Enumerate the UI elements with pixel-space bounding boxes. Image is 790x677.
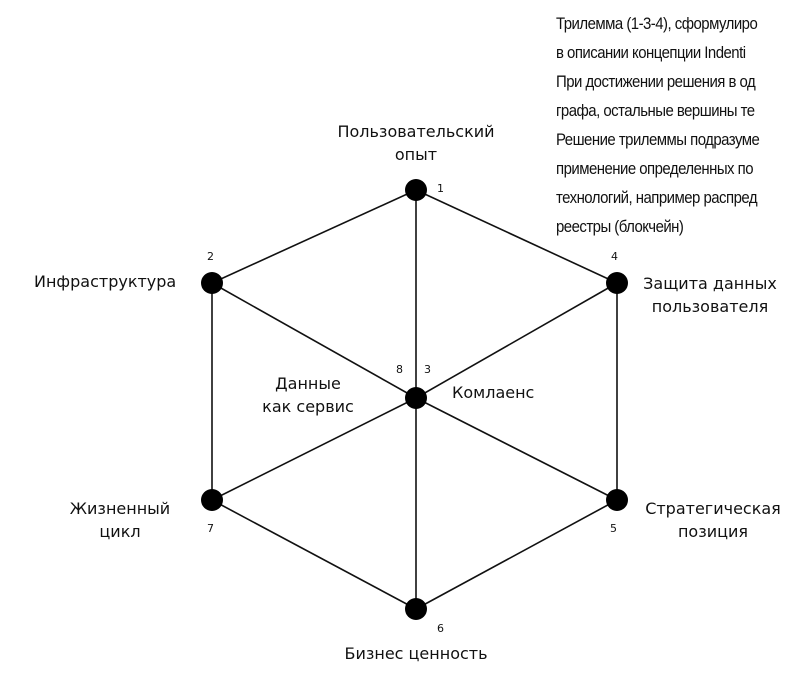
node-label-line: как сервис (262, 397, 354, 416)
node-label-line: Пользовательский (337, 122, 495, 141)
node-number-5: 5 (610, 522, 617, 535)
trilemma-note: Трилемма (1-3-4), сформулиро в описании … (556, 9, 762, 241)
edge-1-2 (211, 189, 417, 284)
note-line: реестры (блокчейн) (556, 217, 684, 236)
node-label-3: Комлаенс (452, 381, 534, 404)
node-label-line: пользователя (651, 297, 769, 316)
node-label-6: Бизнес ценность (330, 642, 502, 665)
node-label-line: Инфраструктура (34, 272, 177, 291)
note-line: При достижении решения в од (556, 72, 756, 91)
edge-4-3 (415, 282, 618, 399)
edge-2-3 (211, 282, 417, 399)
edge-5-3 (415, 397, 618, 501)
node-4 (606, 272, 628, 294)
node-1 (405, 179, 427, 201)
edge-5-6 (415, 499, 618, 610)
node-label-7: Жизненный цикл (58, 497, 182, 543)
node-label-line: Стратегическая (645, 499, 781, 518)
note-line: в описании концепции Indenti (556, 43, 746, 62)
node-7 (201, 489, 223, 511)
node-label-line: позиция (677, 522, 749, 541)
node-label-2: Инфраструктура (34, 270, 176, 293)
note-line: технологий, например распред (556, 188, 758, 207)
note-line: Решение трилеммы подразуме (556, 130, 760, 149)
node-number-4: 4 (611, 250, 618, 263)
note-line: графа, остальные вершины те (556, 101, 755, 120)
node-label-line: цикл (99, 522, 141, 541)
node-label-line: Жизненный (69, 499, 171, 518)
node-number-8: 8 (396, 363, 403, 376)
node-2 (201, 272, 223, 294)
edge-7-6 (211, 499, 417, 610)
node-label-4: Защита данных пользователя (630, 272, 790, 318)
node-5 (606, 489, 628, 511)
note-line: Трилемма (1-3-4), сформулиро (556, 14, 758, 33)
node-label-line: опыт (394, 145, 438, 164)
node-number-3: 3 (424, 363, 431, 376)
node-label-line: Защита данных (643, 274, 777, 293)
node-label-line: Бизнес ценность (344, 644, 488, 663)
node-number-1: 1 (437, 182, 444, 195)
edge-1-4 (415, 189, 618, 284)
graph-nodes (201, 179, 628, 620)
node-6 (405, 598, 427, 620)
graph-edges (211, 189, 618, 610)
node-label-1: Пользовательский опыт (318, 120, 514, 166)
node-label-line: Данные (275, 374, 341, 393)
edge-7-3 (211, 397, 417, 501)
node-number-7: 7 (207, 522, 214, 535)
node-number-2: 2 (207, 250, 214, 263)
node-label-line: Комлаенс (452, 383, 535, 402)
node-3 (405, 387, 427, 409)
node-label-5: Стратегическая позиция (636, 497, 790, 543)
note-line: применение определенных по (556, 159, 754, 178)
node-label-8: Данные как сервис (246, 372, 370, 418)
node-number-6: 6 (437, 622, 444, 635)
